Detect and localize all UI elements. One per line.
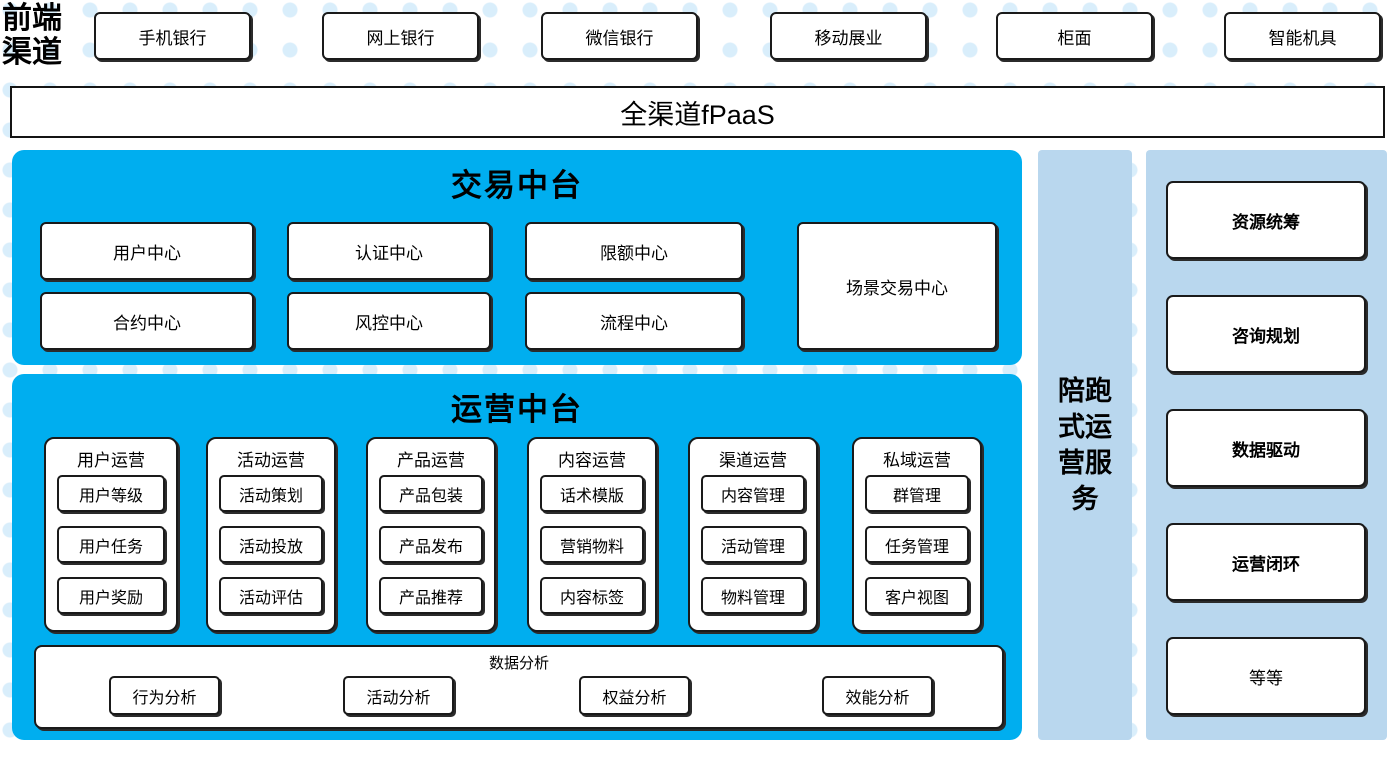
operation-center-panel: 运营中台 用户运营 用户等级 用户任务 用户奖励 活动运营 活动策划 活动投放 … [12, 374, 1022, 740]
fpaas-platform-bar[interactable]: 全渠道fPaaS [10, 86, 1385, 138]
channel-box-internet-bank[interactable]: 网上银行 [322, 12, 479, 60]
trade-box-risk-center[interactable]: 风控中心 [287, 292, 491, 350]
data-analysis-band[interactable]: 数据分析 行为分析 活动分析 权益分析 效能分析 [34, 645, 1004, 729]
channel-label: 网上银行 [366, 28, 435, 48]
capability-panel: 资源统筹 咨询规划 数据驱动 运营闭环 等等 [1146, 150, 1387, 740]
trade-box-label: 合约中心 [113, 313, 181, 333]
trade-box-label: 风控中心 [355, 313, 423, 333]
trade-box-label: 用户中心 [113, 243, 181, 263]
op-column-title: 内容运营 [558, 451, 626, 470]
op-item[interactable]: 内容标签 [540, 577, 644, 614]
op-column-title: 私域运营 [883, 451, 951, 470]
trade-box-label: 流程中心 [600, 313, 668, 333]
op-column-private-domain-operation[interactable]: 私域运营 群管理 任务管理 客户视图 [852, 437, 982, 632]
op-column-title: 渠道运营 [719, 451, 787, 470]
op-item[interactable]: 活动评估 [219, 577, 323, 614]
op-column-channel-operation[interactable]: 渠道运营 内容管理 活动管理 物料管理 [688, 437, 818, 632]
trade-box-scene-transaction-center[interactable]: 场景交易中心 [797, 222, 997, 350]
capability-item-operation-closed-loop[interactable]: 运营闭环 [1166, 523, 1366, 601]
op-column-title: 活动运营 [237, 451, 305, 470]
op-item[interactable]: 活动策划 [219, 475, 323, 512]
channel-label: 微信银行 [585, 28, 654, 48]
op-item[interactable]: 任务管理 [865, 526, 969, 563]
op-item[interactable]: 内容管理 [701, 475, 805, 512]
channel-label: 柜面 [1057, 28, 1092, 48]
op-item[interactable]: 产品推荐 [379, 577, 483, 614]
front-channel-label: 前端 渠道 [2, 2, 62, 69]
op-item[interactable]: 用户等级 [57, 475, 165, 512]
op-column-activity-operation[interactable]: 活动运营 活动策划 活动投放 活动评估 [206, 437, 336, 632]
accompanying-operation-service-column[interactable]: 陪跑式运营服务 [1038, 150, 1132, 740]
op-item[interactable]: 活动管理 [701, 526, 805, 563]
trade-box-user-center[interactable]: 用户中心 [40, 222, 254, 280]
op-item[interactable]: 物料管理 [701, 577, 805, 614]
capability-item-consulting-planning[interactable]: 咨询规划 [1166, 295, 1366, 373]
capability-item-resource-coordination[interactable]: 资源统筹 [1166, 181, 1366, 259]
channel-box-mobile-business[interactable]: 移动展业 [770, 12, 927, 60]
channel-label: 手机银行 [138, 28, 207, 48]
op-item[interactable]: 话术模版 [540, 475, 644, 512]
data-analysis-item[interactable]: 活动分析 [343, 676, 454, 715]
data-analysis-item[interactable]: 权益分析 [579, 676, 690, 715]
op-column-title: 用户运营 [77, 451, 145, 470]
capability-item-data-driven[interactable]: 数据驱动 [1166, 409, 1366, 487]
op-item[interactable]: 用户奖励 [57, 577, 165, 614]
op-item[interactable]: 群管理 [865, 475, 969, 512]
service-column-label: 陪跑式运营服务 [1058, 376, 1112, 514]
trade-box-auth-center[interactable]: 认证中心 [287, 222, 491, 280]
data-analysis-item[interactable]: 行为分析 [109, 676, 220, 715]
operation-center-title: 运营中台 [451, 392, 583, 427]
op-item[interactable]: 用户任务 [57, 526, 165, 563]
op-column-user-operation[interactable]: 用户运营 用户等级 用户任务 用户奖励 [44, 437, 178, 632]
op-item[interactable]: 产品包装 [379, 475, 483, 512]
op-item[interactable]: 营销物料 [540, 526, 644, 563]
op-column-product-operation[interactable]: 产品运营 产品包装 产品发布 产品推荐 [366, 437, 496, 632]
data-analysis-item[interactable]: 效能分析 [822, 676, 933, 715]
op-item[interactable]: 产品发布 [379, 526, 483, 563]
trade-box-label: 限额中心 [600, 243, 668, 263]
trade-box-contract-center[interactable]: 合约中心 [40, 292, 254, 350]
data-analysis-title: 数据分析 [488, 655, 549, 672]
channel-box-mobile-bank[interactable]: 手机银行 [94, 12, 251, 60]
trade-box-limit-center[interactable]: 限额中心 [525, 222, 743, 280]
channel-label: 移动展业 [814, 28, 883, 48]
capability-item-etc[interactable]: 等等 [1166, 637, 1366, 715]
op-item[interactable]: 客户视图 [865, 577, 969, 614]
fpaas-label: 全渠道fPaaS [620, 99, 775, 130]
channel-box-smart-machine[interactable]: 智能机具 [1224, 12, 1381, 60]
channel-label: 智能机具 [1268, 28, 1337, 48]
op-column-content-operation[interactable]: 内容运营 话术模版 营销物料 内容标签 [527, 437, 657, 632]
channel-box-wechat-bank[interactable]: 微信银行 [541, 12, 698, 60]
trade-box-process-center[interactable]: 流程中心 [525, 292, 743, 350]
trade-center-panel: 交易中台 用户中心 认证中心 限额中心 合约中心 风控中心 流程中心 场景交易中… [12, 150, 1022, 365]
trade-box-label: 场景交易中心 [846, 278, 948, 298]
op-column-title: 产品运营 [397, 451, 465, 470]
op-item[interactable]: 活动投放 [219, 526, 323, 563]
trade-box-label: 认证中心 [355, 243, 423, 263]
channel-box-counter[interactable]: 柜面 [996, 12, 1153, 60]
trade-center-title: 交易中台 [451, 168, 583, 203]
